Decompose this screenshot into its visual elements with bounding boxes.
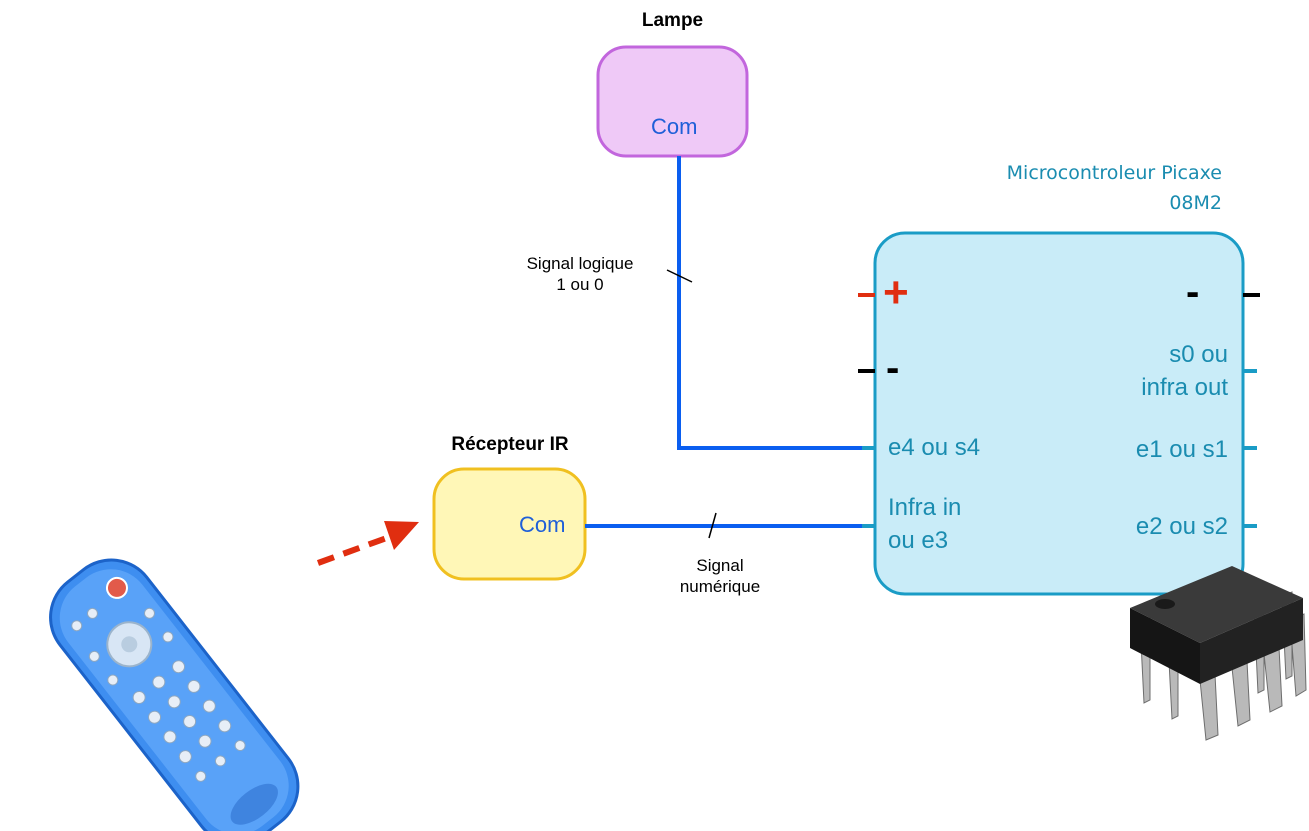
- logic-signal-label: Signal logique 1 ou 0: [500, 253, 660, 295]
- logic-signal-wire: [677, 156, 875, 450]
- lamp-box: [596, 45, 749, 158]
- lamp-title: Lampe: [641, 10, 704, 31]
- digital-signal-label: Signal numérique: [650, 555, 790, 597]
- s0-line1: s0 ou: [1169, 341, 1228, 368]
- receiver-title: Récepteur IR: [451, 434, 569, 455]
- digital-signal-line1: Signal: [696, 556, 744, 575]
- digital-signal-line2: numérique: [679, 577, 761, 596]
- infra-in-line2: ou e3: [888, 527, 949, 554]
- microcontroller-title: Microcontroleur Picaxe 08M2: [900, 158, 1222, 218]
- remote-control-icon: [49, 558, 300, 831]
- microcontroller-box: [873, 231, 1245, 596]
- chip-icon: [1130, 566, 1307, 741]
- logic-signal-line1: Signal logique: [526, 254, 634, 273]
- e4-pin-label: e4 ou s4: [888, 434, 981, 461]
- logic-signal-slash: [666, 269, 693, 283]
- plus-pin-label: +: [883, 268, 909, 317]
- microcontroller-title-line2: 08M2: [1169, 192, 1222, 214]
- ir-arrow-icon: [316, 521, 419, 566]
- s0-line2: infra out: [1141, 374, 1228, 401]
- lamp-com-port: Com: [651, 114, 698, 139]
- microcontroller-title-line1: Microcontroleur Picaxe: [1006, 162, 1222, 184]
- s0-pin-label: s0 ou infra out: [1040, 338, 1228, 404]
- receiver-com-port: Com: [519, 512, 566, 537]
- minus-pin-label-right: -: [1186, 270, 1200, 314]
- digital-signal-slash: [708, 512, 717, 539]
- minus-pin-label-left: -: [886, 346, 900, 390]
- logic-signal-line2: 1 ou 0: [556, 275, 604, 294]
- e2-pin-label: e2 ou s2: [1135, 513, 1228, 540]
- infra-in-line1: Infra in: [888, 494, 962, 521]
- e1-pin-label: e1 ou s1: [1135, 436, 1228, 463]
- infra-in-pin-label: Infra in ou e3: [888, 491, 961, 557]
